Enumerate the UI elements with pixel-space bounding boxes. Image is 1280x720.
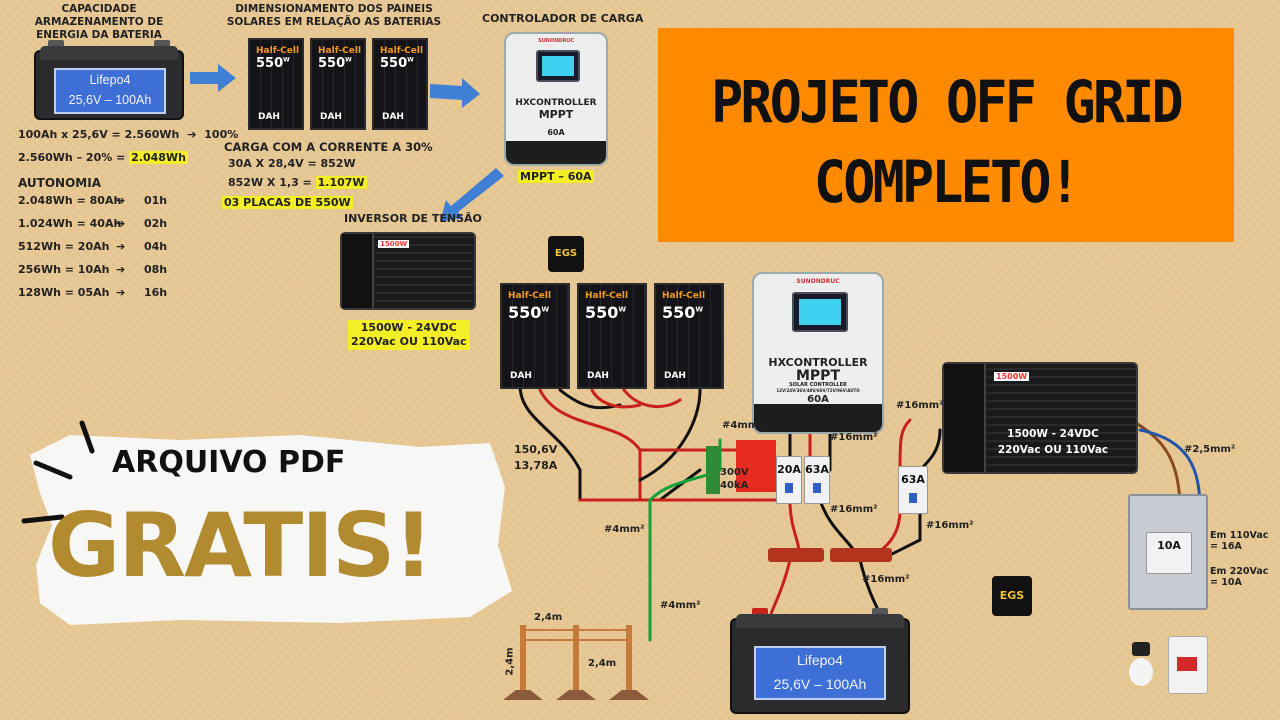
string-values: 150,6V 13,78A bbox=[514, 443, 558, 472]
wire-label: #16mm² bbox=[862, 574, 910, 585]
autonomia-row: 2.048Wh = 80Ah➔01h bbox=[18, 194, 168, 207]
breaker-20a: 20A bbox=[776, 456, 802, 504]
inverter-title: INVERSOR DE TENSÃO bbox=[344, 212, 482, 225]
grounding-dim: 2,4m bbox=[504, 647, 516, 676]
calc-line2: 2.560Wh – 20% = 2.048Wh bbox=[18, 151, 188, 164]
wire-label: #16mm² bbox=[830, 504, 878, 515]
egs-logo: EGS bbox=[548, 236, 584, 272]
wire-label: #4mm² bbox=[722, 420, 763, 431]
breaker-63a-inverter: 63A bbox=[898, 466, 928, 514]
breaker-10a: 10A bbox=[1157, 539, 1181, 552]
battery-label-line1: Lifepo4 bbox=[89, 73, 131, 87]
charge-controller-main: SUNONDRUC HXCONTROLLER MPPT SOLAR CONTRO… bbox=[752, 272, 884, 434]
arrow-panels-to-controller-icon bbox=[430, 78, 480, 108]
note-220v: Em 220Vac = 10A bbox=[1210, 566, 1269, 588]
solar-panel: Half-Cell 550W DAH bbox=[248, 38, 304, 130]
battery-main: Lifepo4 25,6V – 100Ah bbox=[730, 608, 910, 714]
solar-panel: Half-Cell 550W DAH bbox=[372, 38, 428, 130]
wire-label: #16mm² bbox=[896, 400, 944, 411]
banner-line2: COMPLETO! bbox=[813, 148, 1081, 216]
calc-line1: 100Ah x 25,6V = 2.560Wh ➔ 100% bbox=[18, 128, 239, 141]
inverter-small: 1500W bbox=[340, 232, 476, 310]
panels-title: DIMENSIONAMENTO DOS PAINEIS SOLARES EM R… bbox=[226, 3, 442, 28]
autonomia-row: 512Wh = 20Ah➔04h bbox=[18, 240, 168, 253]
autonomia-title: AUTONOMIA bbox=[18, 176, 101, 190]
lamp-icon bbox=[1126, 642, 1156, 698]
grounding-rods bbox=[503, 625, 649, 700]
inverter-caption: 1500W - 24VDC 220Vac OU 110Vac bbox=[348, 320, 470, 350]
surge-protector bbox=[736, 440, 776, 492]
arrow-right-icon: ➔ bbox=[187, 128, 197, 141]
controller-title: CONTROLADOR DE CARGA bbox=[482, 12, 644, 25]
battery-main-label-line1: Lifepo4 bbox=[797, 652, 843, 668]
battery-main-label-line2: 25,6V – 100Ah bbox=[773, 676, 867, 692]
arrow-right-icon: ➔ bbox=[116, 240, 126, 253]
wall-socket-icon bbox=[1168, 636, 1208, 694]
wire-label: #16mm² bbox=[830, 432, 878, 443]
grounding-dim: 2,4m bbox=[588, 658, 617, 669]
arrow-right-icon: ➔ bbox=[116, 217, 126, 230]
wire-label: #4mm² bbox=[660, 600, 701, 611]
controller-caption: MPPT – 60A bbox=[518, 170, 594, 183]
solar-panel-main: Half-Cell 550W DAH bbox=[654, 283, 724, 389]
autonomia-row: 128Wh = 05Ah➔16h bbox=[18, 286, 168, 299]
solar-panel: Half-Cell 550W DAH bbox=[310, 38, 366, 130]
breaker-63a-controller: 63A bbox=[804, 456, 830, 504]
bus-bar-negative bbox=[830, 548, 892, 562]
promo-line2: GRATIS! bbox=[48, 494, 434, 597]
solar-panel-main: Half-Cell 550W DAH bbox=[500, 283, 570, 389]
battery-small: Lifepo4 25,6V – 100Ah bbox=[34, 40, 184, 120]
inverter-main: 1500W 1500W - 24VDC 220Vac OU 110Vac bbox=[942, 362, 1138, 474]
note-110v: Em 110Vac = 16A bbox=[1210, 530, 1269, 552]
autonomia-list: 2.048Wh = 80Ah➔01h 1.024Wh = 40Ah➔02h 51… bbox=[18, 194, 198, 309]
autonomia-row: 1.024Wh = 40Ah➔02h bbox=[18, 217, 168, 230]
carga-line1: 30A X 28,4V = 852W bbox=[228, 157, 356, 170]
carga-title: CARGA COM A CORRENTE A 30% bbox=[224, 140, 433, 154]
battery-capacity-title: CAPACIDADE ARMAZENAMENTO DE ENERGIA DA B… bbox=[34, 3, 164, 41]
bus-bar-positive bbox=[768, 548, 824, 562]
arrow-right-icon: ➔ bbox=[116, 286, 126, 299]
ground-bar bbox=[706, 446, 720, 494]
wire-label: #16mm² bbox=[926, 520, 974, 531]
egs-logo: EGS bbox=[992, 576, 1032, 616]
distribution-box: 10A bbox=[1128, 494, 1208, 610]
wire-label: #4mm² bbox=[604, 524, 645, 535]
charge-controller-small: SUNONDRUC HXCONTROLLER MPPT 60A bbox=[504, 32, 608, 166]
wire-label: #2,5mm² bbox=[1184, 444, 1236, 455]
carga-line2: 852W X 1,3 = 1.107W bbox=[228, 176, 367, 189]
arrow-battery-to-panels-icon bbox=[190, 64, 236, 92]
banner-line1: PROJETO OFF GRID bbox=[711, 68, 1184, 136]
promo-line1: ARQUIVO PDF bbox=[112, 445, 346, 480]
dps-rating: 300V 40kA bbox=[720, 467, 749, 491]
arrow-right-icon: ➔ bbox=[116, 194, 126, 207]
battery-label-line2: 25,6V – 100Ah bbox=[68, 93, 152, 107]
title-banner: PROJETO OFF GRID COMPLETO! bbox=[658, 28, 1234, 242]
carga-line3: 03 PLACAS DE 550W bbox=[222, 196, 353, 209]
arrow-right-icon: ➔ bbox=[116, 263, 126, 276]
arrow-controller-to-inverter-icon bbox=[440, 168, 504, 222]
autonomia-row: 256Wh = 10Ah➔08h bbox=[18, 263, 168, 276]
promo-paper bbox=[21, 420, 512, 625]
solar-panel-main: Half-Cell 550W DAH bbox=[577, 283, 647, 389]
grounding-dim: 2,4m bbox=[534, 612, 563, 623]
